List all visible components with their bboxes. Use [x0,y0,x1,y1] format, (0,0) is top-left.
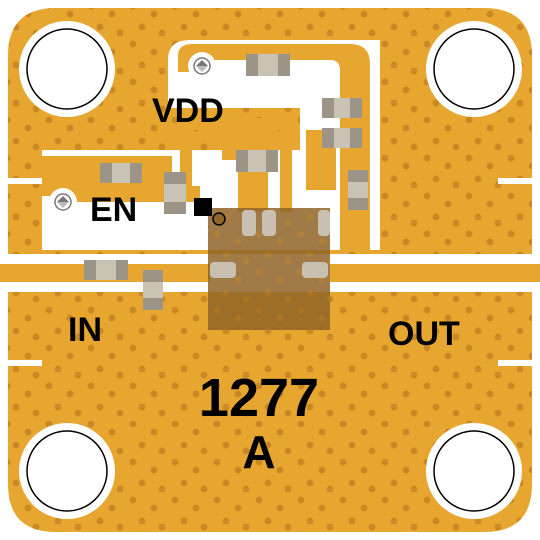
capacitor[interactable] [348,170,368,210]
mounting-hole-icon[interactable] [426,21,522,117]
part-number-label: 1277 [199,368,319,428]
mounting-hole-icon[interactable] [19,21,115,117]
pin1-silk-square [194,198,212,216]
capacitor[interactable] [100,163,142,183]
mounting-hole-icon[interactable] [426,423,522,519]
in-label: IN [68,311,102,349]
vdd-label: VDD [152,92,224,130]
ic-package[interactable] [208,208,330,330]
en-label: EN [90,191,137,229]
capacitor[interactable] [322,98,362,118]
pin1-marker [212,212,226,226]
capacitor[interactable] [236,150,278,172]
capacitor[interactable] [84,260,128,280]
passive-components [84,54,368,310]
out-label: OUT [388,315,460,353]
capacitor[interactable] [143,270,163,310]
revision-label: A [242,426,275,478]
capacitor[interactable] [164,172,186,214]
mounting-holes [19,21,522,519]
test-point-icon[interactable] [49,188,77,216]
capacitor[interactable] [246,54,290,76]
capacitor[interactable] [322,128,362,148]
mounting-hole-icon[interactable] [19,423,115,519]
test-point-icon[interactable] [188,52,216,80]
